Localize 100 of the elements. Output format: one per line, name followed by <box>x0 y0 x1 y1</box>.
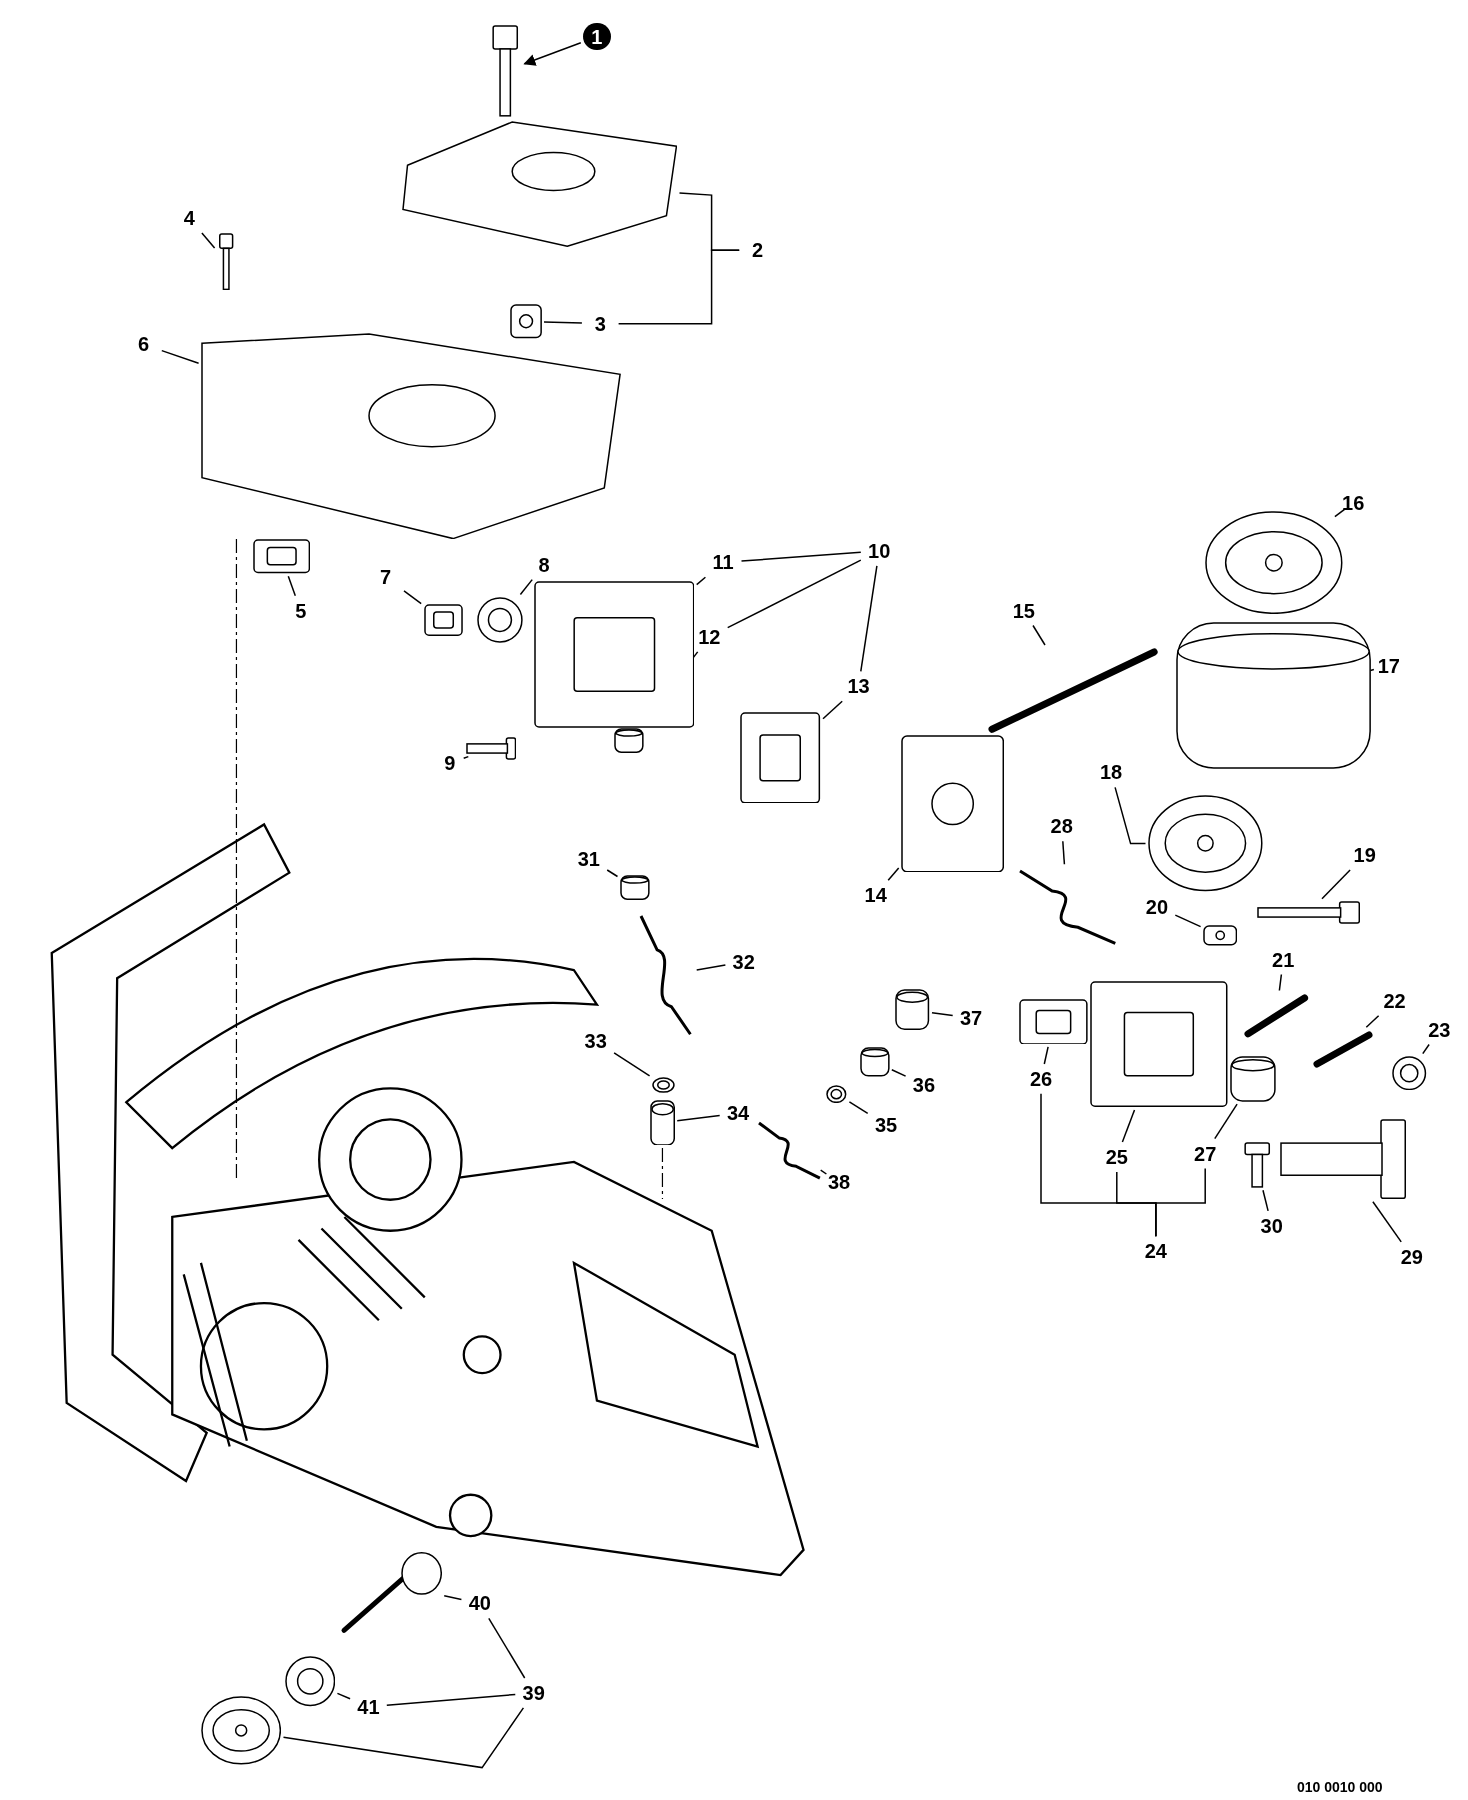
leader-line <box>1114 786 1147 845</box>
leader-line <box>1155 1167 1206 1237</box>
callout-number: 35 <box>870 1112 903 1138</box>
leader-line <box>860 565 878 673</box>
ring-drawing <box>477 596 524 643</box>
callout-number: 16 <box>1337 490 1370 516</box>
block-drawing <box>509 304 542 339</box>
leader-line <box>695 576 707 586</box>
cylinder-drawing <box>1230 1055 1277 1102</box>
block-drawing <box>901 734 1005 873</box>
disc-drawing <box>200 1696 282 1766</box>
rod-drawing <box>1243 992 1310 1039</box>
plate-drawing <box>533 580 695 728</box>
leader-line <box>695 964 727 971</box>
callout-number: 34 <box>721 1100 755 1126</box>
callout-number: 8 <box>527 552 561 578</box>
leader-line <box>543 321 583 324</box>
callout-number: 12 <box>693 624 726 650</box>
rod-drawing <box>1311 1029 1374 1069</box>
callout-number: 14 <box>859 882 892 908</box>
callout-number: 19 <box>1348 842 1381 868</box>
plate-drawing <box>423 603 463 636</box>
leader-line <box>1422 1043 1430 1055</box>
callout-number: 3 <box>584 311 617 337</box>
cover-drawing <box>401 120 678 247</box>
callout-number: 17 <box>1372 653 1405 679</box>
leader-line <box>1321 869 1351 900</box>
ring-drawing <box>1392 1055 1427 1091</box>
leader-line <box>931 1011 954 1017</box>
drawing-number: 010 0010 000 <box>1296 1777 1383 1797</box>
callout-number: 15 <box>1007 598 1040 624</box>
leader-line <box>676 1114 721 1122</box>
callout-number: 32 <box>727 949 760 975</box>
leader-line <box>161 349 200 364</box>
leader-line <box>1278 973 1283 992</box>
callout-number: 38 <box>822 1169 856 1195</box>
callout-number: 13 <box>842 673 875 699</box>
bolt-drawing <box>1279 1119 1406 1200</box>
callout-number: 5 <box>284 598 317 624</box>
rod-drawing <box>987 647 1160 735</box>
leader-line <box>1174 914 1202 928</box>
cover-drawing <box>200 332 621 540</box>
leader-line <box>1043 1046 1049 1065</box>
leader-line <box>201 232 216 249</box>
callout-number: 28 <box>1045 813 1078 839</box>
leader-line <box>287 575 297 597</box>
leader-line <box>848 1101 869 1115</box>
callout-number: 30 <box>1255 1213 1288 1239</box>
leader-line <box>1334 508 1346 518</box>
callout-number: 21 <box>1267 946 1300 973</box>
cylinder-drawing <box>859 1046 890 1077</box>
leader-line <box>1372 1200 1402 1243</box>
callout-number: 18 <box>1094 759 1128 786</box>
leader-line <box>1365 1015 1380 1029</box>
disc-drawing <box>1147 795 1263 892</box>
bolt-drawing <box>216 233 236 291</box>
callout-number: 26 <box>1024 1066 1058 1092</box>
callout-number: 4 <box>173 205 206 231</box>
leader-line <box>488 1617 526 1679</box>
callout-number: 6 <box>127 331 160 357</box>
callout-number: 23 <box>1423 1016 1456 1043</box>
leader-line <box>617 249 740 325</box>
callout-number: 39 <box>517 1680 550 1706</box>
leader-line <box>443 1594 463 1601</box>
bolt-drawing <box>466 736 517 760</box>
leader-line <box>282 1707 525 1769</box>
callout-number: 29 <box>1395 1244 1428 1270</box>
ring-drawing <box>651 1076 675 1093</box>
leader-line <box>1262 1189 1269 1212</box>
leader-line <box>1214 1103 1238 1140</box>
plate-drawing <box>740 711 821 804</box>
callout-number: 11 <box>707 549 740 576</box>
cylinder-drawing <box>619 874 650 900</box>
callout-number: 33 <box>579 1028 612 1054</box>
disc-drawing <box>1205 510 1343 615</box>
leader-line <box>336 1692 351 1700</box>
ring-drawing <box>826 1084 848 1103</box>
leader-line <box>822 700 843 720</box>
plate-drawing <box>1090 981 1229 1108</box>
leader-line <box>887 867 900 882</box>
callout-number: 10 <box>863 538 896 564</box>
leader-line <box>386 1693 517 1706</box>
callout-number: 1 <box>583 22 611 51</box>
block-drawing <box>1202 925 1238 946</box>
leader-line <box>1032 624 1046 646</box>
callout-number: 37 <box>954 1005 988 1031</box>
leader-line <box>613 1052 651 1077</box>
callout-number: 41 <box>352 1694 385 1720</box>
callout-number: 2 <box>741 237 774 263</box>
cylinder-drawing <box>895 989 930 1031</box>
callout-number: 20 <box>1140 894 1173 920</box>
cylinder-drawing <box>614 727 644 753</box>
leader-line <box>891 1068 907 1077</box>
leader-line <box>819 1169 828 1175</box>
callout-number: 36 <box>907 1072 940 1098</box>
leader-line <box>523 42 582 66</box>
leader-line <box>1062 840 1066 866</box>
cylinder-drawing <box>649 1099 675 1146</box>
callout-number: 27 <box>1189 1140 1222 1167</box>
leader-line <box>606 869 619 878</box>
